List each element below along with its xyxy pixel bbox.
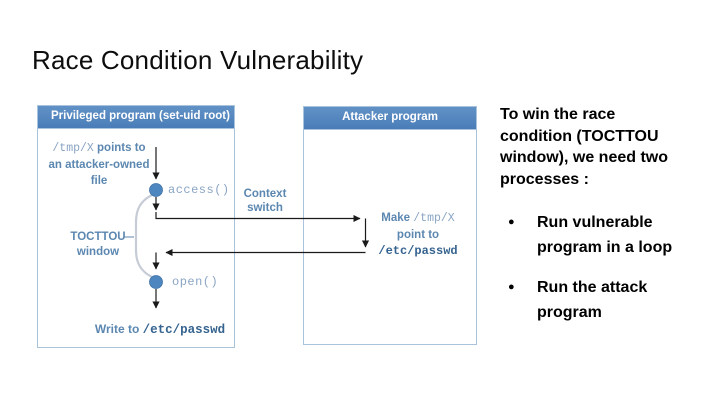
- bullet-run-vulnerable: ● Run vulnerable program in a loop: [508, 210, 708, 260]
- intro-line: processes :: [500, 170, 589, 188]
- bullet-line: program in a loop: [537, 239, 673, 256]
- privileged-program-header: Privileged program (set-uid root): [38, 106, 234, 129]
- tmpx-note: /tmp/X points to an attacker-owned file: [46, 140, 152, 189]
- context-switch-label: Context switch: [239, 187, 291, 215]
- bullet-dot-icon: ●: [508, 281, 515, 293]
- window-word: window: [76, 246, 120, 258]
- page-title: Race Condition Vulnerability: [32, 45, 364, 75]
- bullet-line: Run the attack: [537, 279, 648, 296]
- etc-passwd-code: /etc/passwd: [142, 323, 226, 337]
- attacker-action-note: Make /tmp/X point to /etc/passwd: [372, 210, 464, 259]
- tmpx-note-text1: points to: [97, 142, 146, 154]
- bullet-run-attack: ● Run the attack program: [508, 275, 708, 325]
- attacker-program-header: Attacker program: [304, 107, 476, 130]
- tocttou-window-label: TOCTTOU window: [70, 230, 126, 260]
- intro-line: window), we need two: [500, 149, 668, 166]
- bullet-line: Run vulnerable: [537, 214, 653, 231]
- intro-line: To win the race: [500, 106, 616, 123]
- switch-word: switch: [247, 202, 283, 214]
- bullet-dot-icon: ●: [508, 216, 515, 228]
- point-to-text: point to: [396, 229, 440, 241]
- tmpx-note-text3: file: [90, 175, 108, 187]
- target-passwd-code: /etc/passwd: [378, 244, 458, 258]
- bullet-line: program: [537, 304, 602, 321]
- access-call-label: access(): [168, 183, 230, 197]
- attacker-program-box: Attacker program: [303, 106, 477, 345]
- intro-text: To win the race condition (TOCTTOU windo…: [500, 104, 700, 190]
- context-word: Context: [243, 188, 287, 200]
- make-text: Make: [381, 212, 414, 224]
- privileged-program-box: Privileged program (set-uid root): [37, 105, 235, 348]
- intro-line: condition (TOCTTOU: [500, 127, 659, 145]
- make-tmpx-code: /tmp/X: [413, 212, 455, 225]
- write-to-text: Write to: [94, 322, 143, 336]
- write-to-passwd-label: Write to /etc/passwd: [80, 322, 240, 337]
- tocttou-word: TOCTTOU: [70, 231, 126, 243]
- tmpx-path-code: /tmp/X: [52, 142, 94, 155]
- open-call-label: open(): [172, 275, 219, 289]
- tmpx-note-text2: an attacker-owned: [48, 159, 150, 171]
